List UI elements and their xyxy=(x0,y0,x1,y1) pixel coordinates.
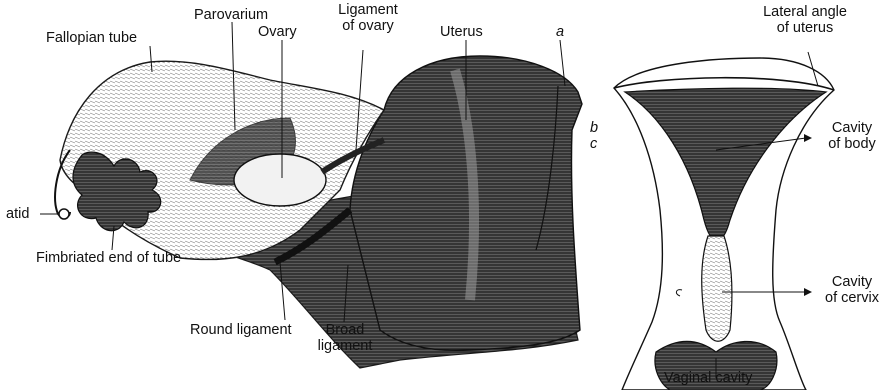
uterus-section-view xyxy=(614,52,834,390)
ovary-shape xyxy=(234,154,326,206)
atid-knob xyxy=(59,209,69,219)
label-ovary: Ovary xyxy=(258,24,297,40)
label-parovarium: Parovarium xyxy=(194,7,268,23)
label-uterus: Uterus xyxy=(440,24,483,40)
cavity-of-cervix-shape xyxy=(702,236,732,341)
label-atid: atid xyxy=(6,206,29,222)
label-cavity-cervix-line1: Cavity xyxy=(812,274,892,290)
label-fimbriated-end: Fimbriated end of tube xyxy=(36,250,181,266)
label-cavity-of-cervix: Cavity of cervix xyxy=(812,274,892,306)
label-fallopian-tube: Fallopian tube xyxy=(46,30,137,46)
uterus-side-view xyxy=(40,22,582,368)
label-vaginal-cavity: Vaginal cavity xyxy=(664,370,752,386)
label-a: a xyxy=(556,24,564,40)
label-cavity-body-line2: of body xyxy=(812,136,892,152)
label-round-ligament: Round ligament xyxy=(190,322,292,338)
label-lateral-angle: Lateral angle of uterus xyxy=(750,4,860,36)
label-ligament-line1: Ligament xyxy=(330,2,406,18)
label-c: c xyxy=(590,136,597,152)
label-broad-line2: ligament xyxy=(310,338,380,354)
label-lateral-line2: of uterus xyxy=(750,20,860,36)
label-ligament-of-ovary: Ligament of ovary xyxy=(330,2,406,34)
label-b: b xyxy=(590,120,598,136)
label-broad-line1: Broad xyxy=(310,322,380,338)
label-cavity-body-line1: Cavity xyxy=(812,120,892,136)
label-lateral-line1: Lateral angle xyxy=(750,4,860,20)
label-broad-ligament: Broad ligament xyxy=(310,322,380,354)
label-cavity-of-body: Cavity of body xyxy=(812,120,892,152)
label-cavity-cervix-line2: of cervix xyxy=(812,290,892,306)
label-ligament-line2: of ovary xyxy=(330,18,406,34)
